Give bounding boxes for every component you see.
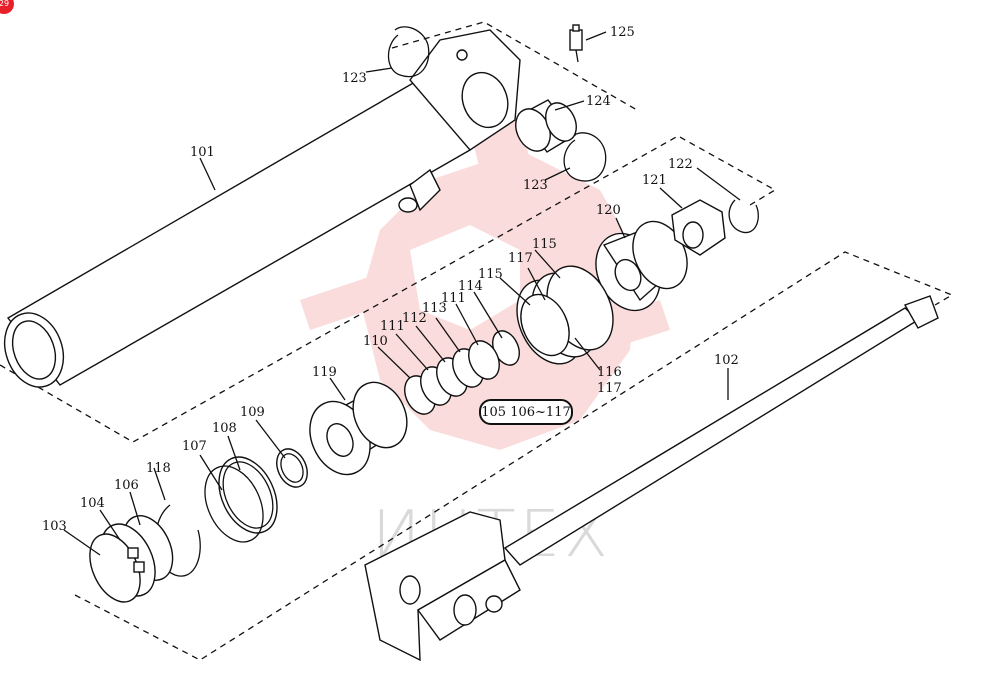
callout-118: 118 xyxy=(146,461,171,476)
callout-104: 104 xyxy=(80,496,105,511)
group-label-box: 105 106~117 xyxy=(479,399,573,425)
grease-fitting-125 xyxy=(569,24,583,63)
callout-125: 125 xyxy=(610,25,635,40)
seal-set-115-117 xyxy=(516,265,614,365)
packing-stack-110-113 xyxy=(404,340,500,415)
callout-107: 107 xyxy=(182,439,207,454)
callout-117-lower: 117 xyxy=(597,381,622,396)
callout-111-right: 111 xyxy=(441,291,466,306)
callout-123-upper: 123 xyxy=(342,71,367,86)
callout-101: 101 xyxy=(190,145,215,160)
callout-116: 116 xyxy=(597,365,622,380)
rod-guide-119 xyxy=(309,381,408,476)
callout-110: 110 xyxy=(363,334,388,349)
page-badge: 29 xyxy=(0,0,14,14)
callout-113: 113 xyxy=(422,301,447,316)
callout-115-left: 115 xyxy=(478,267,503,282)
callout-106: 106 xyxy=(114,478,139,493)
ring-122 xyxy=(728,199,759,234)
bushing-124 xyxy=(515,99,577,153)
callout-117-upper: 117 xyxy=(508,251,533,266)
cylinder-barrel-101 xyxy=(3,29,521,388)
callout-103: 103 xyxy=(42,519,67,534)
callout-109: 109 xyxy=(240,405,265,420)
piston-120 xyxy=(595,220,688,312)
callout-112: 112 xyxy=(402,311,427,326)
callout-114: 114 xyxy=(458,279,483,294)
callout-120: 120 xyxy=(596,203,621,218)
wiper-103-106 xyxy=(89,515,174,603)
callout-108: 108 xyxy=(212,421,237,436)
nut-121 xyxy=(671,199,726,256)
dashed-guides xyxy=(0,21,954,661)
seal-107 xyxy=(204,465,264,543)
callout-123-lower: 123 xyxy=(523,178,548,193)
leader-lines xyxy=(63,31,741,556)
group-label-text: 105 106~117 xyxy=(481,405,570,420)
snap-ring-123-upper xyxy=(387,26,430,78)
callout-119: 119 xyxy=(312,365,337,380)
piston-rod-102 xyxy=(364,295,939,662)
callout-102: 102 xyxy=(714,353,739,368)
callout-111-left: 111 xyxy=(380,319,405,334)
snap-ring-123-lower xyxy=(563,132,607,182)
callout-122: 122 xyxy=(668,157,693,172)
callout-124: 124 xyxy=(586,94,611,109)
callout-115-right: 115 xyxy=(532,237,557,252)
ring-109 xyxy=(276,448,308,488)
callout-labels: 101 102 103 104 106 107 108 109 110 111 … xyxy=(42,25,739,534)
callout-121: 121 xyxy=(642,173,667,188)
